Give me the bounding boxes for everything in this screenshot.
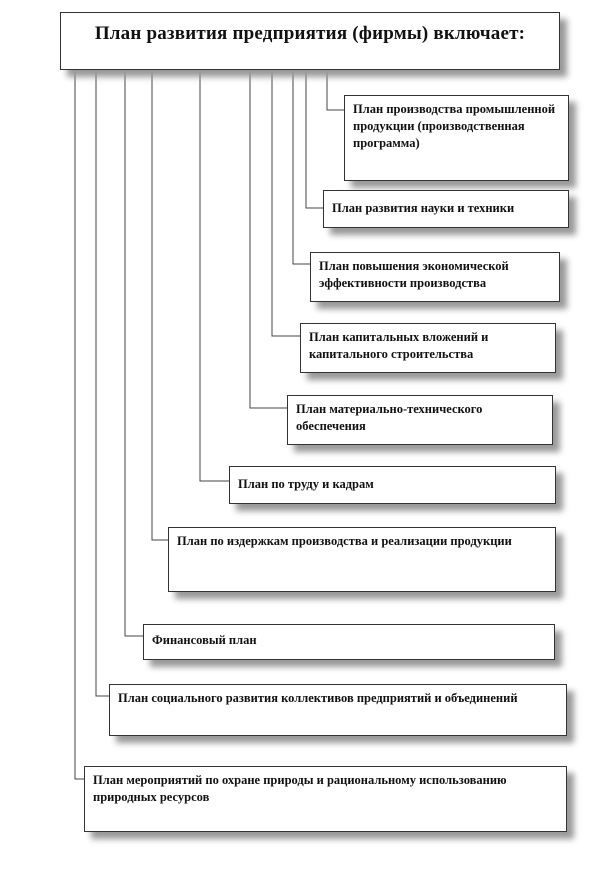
connector-line (199, 72, 229, 482)
plan-supply-box: План материально-технического обеспечени… (287, 395, 553, 445)
connector-line (271, 72, 300, 337)
plan-costs-box: План по издержкам производства и реализа… (168, 527, 556, 592)
plan-labor-box: План по труду и кадрам (229, 466, 556, 504)
connector-line (292, 72, 310, 265)
connector-line (95, 72, 109, 697)
connector-line (249, 72, 287, 409)
plan-science-box: План развития науки и техники (323, 190, 569, 228)
plan-social-label: План социального развития коллективов пр… (118, 691, 518, 705)
plan-investments-box: План капитальных вложений и капитального… (300, 323, 556, 373)
plan-environment-label: План мероприятий по охране природы и рац… (93, 773, 507, 804)
connector-line (151, 72, 168, 541)
diagram-title: План развития предприятия (фирмы) включа… (94, 23, 526, 44)
plan-supply-label: План материально-технического обеспечени… (296, 402, 483, 433)
plan-social-box: План социального развития коллективов пр… (109, 684, 567, 736)
plan-finance-box: Финансовый план (143, 624, 555, 660)
plan-efficiency-box: План повышения экономической эффективнос… (310, 252, 560, 302)
connector-line (326, 72, 344, 111)
plan-investments-label: План капитальных вложений и капитального… (309, 330, 489, 361)
title-box: План развития предприятия (фирмы) включа… (60, 12, 560, 70)
connector-line (305, 72, 323, 209)
plan-production-label: План производства промышленной продукции… (353, 102, 556, 150)
connector-line (124, 72, 143, 637)
plan-science-label: План развития науки и техники (332, 201, 515, 215)
plan-efficiency-label: План повышения экономической эффективнос… (319, 259, 509, 290)
plan-environment-box: План мероприятий по охране природы и рац… (84, 766, 567, 832)
plan-labor-label: План по труду и кадрам (238, 477, 374, 491)
plan-finance-label: Финансовый план (152, 633, 257, 647)
plan-costs-label: План по издержкам производства и реализа… (177, 534, 512, 548)
connector-line (74, 72, 84, 780)
plan-production-box: План производства промышленной продукции… (344, 95, 569, 181)
